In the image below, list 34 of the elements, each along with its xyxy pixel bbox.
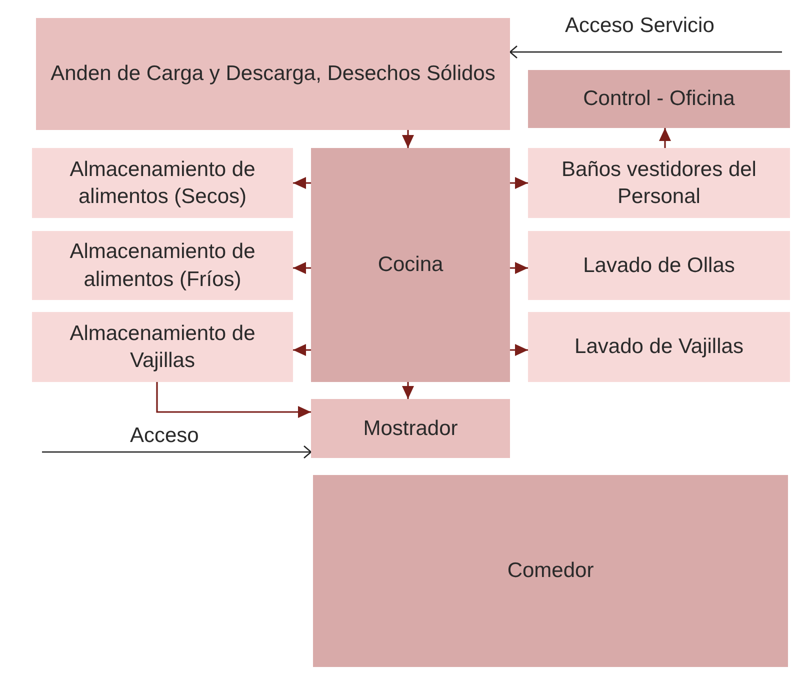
area-name: Control - Oficina	[583, 86, 735, 112]
arrow	[510, 344, 528, 356]
area-box	[528, 312, 790, 382]
area-name: Almacenamiento de alimentos (Fríos)	[68, 239, 256, 292]
area-name: Mostrador	[363, 416, 458, 442]
area-name: Lavado de Ollas	[583, 252, 735, 279]
area-name: Almacenamiento de Vajillas	[68, 320, 256, 374]
area-name: Lavado de Vajillas	[574, 334, 744, 360]
area-box	[311, 148, 510, 382]
area-name: Almacenamiento de alimentos (Secos)	[68, 156, 256, 210]
arrow	[659, 128, 671, 148]
area-box	[32, 148, 293, 218]
area-box	[32, 231, 293, 300]
area-box	[528, 148, 790, 218]
arrow	[510, 262, 528, 274]
area-name: Anden de Carga y Descarga, Desechos Sólidos	[50, 61, 496, 88]
area-box	[32, 312, 293, 382]
arrow	[293, 344, 311, 356]
arrow	[402, 382, 414, 399]
arrow	[509, 45, 782, 59]
arrow	[156, 382, 311, 418]
arrow	[42, 445, 312, 459]
area-name: Baños vestidores del Personal	[560, 156, 758, 210]
arrow	[510, 177, 528, 189]
arrow	[293, 177, 311, 189]
area-box	[528, 231, 790, 300]
arrow	[402, 130, 414, 148]
area-box	[36, 18, 510, 130]
arrow	[293, 262, 311, 274]
area-box	[528, 70, 790, 128]
area-name: Cocina	[378, 252, 444, 278]
area-box	[311, 399, 510, 458]
area-name: Comedor	[507, 558, 594, 584]
area-box	[313, 475, 788, 667]
